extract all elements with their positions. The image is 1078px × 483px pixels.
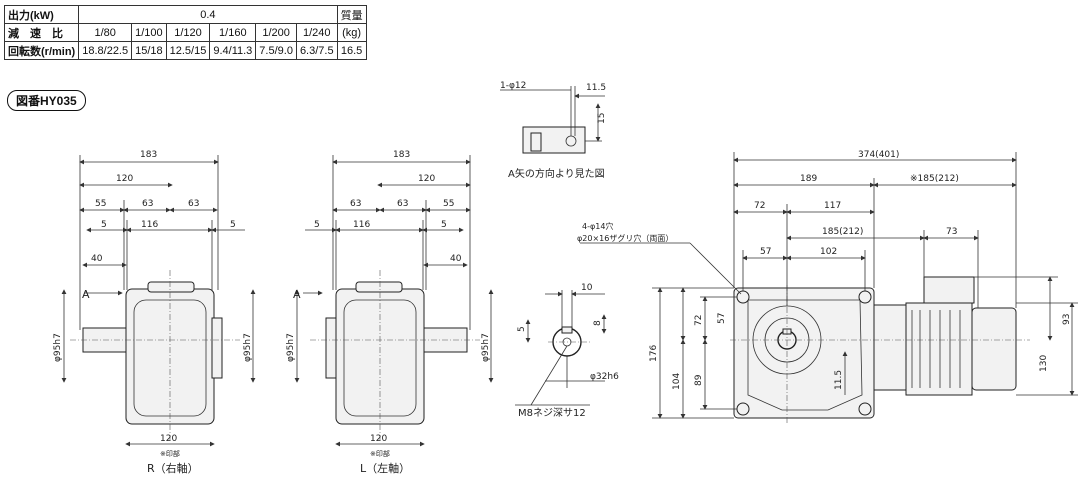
shaft-keyway xyxy=(561,326,573,334)
l-mark: ※印部 xyxy=(370,449,390,458)
side-dim-v11-5: 11.5 xyxy=(834,370,844,390)
l-arrow-a: A xyxy=(293,288,301,301)
r-flange xyxy=(211,317,223,379)
mount-hole-bl xyxy=(736,402,750,416)
shaft-end-detail: 10 5 8 φ32h6 M8ネジ深サ12 xyxy=(515,283,619,419)
side-dim-v176: 176 xyxy=(649,345,659,362)
side-dim-overall: 374(401) xyxy=(858,150,899,160)
spec-table: 出力(kW) 0.4 質量 減 速 比 1/80 1/100 1/120 1/1… xyxy=(3,5,367,60)
l-dim-5b: 5 xyxy=(441,220,447,230)
mount-hole-br xyxy=(858,402,872,416)
l-dim-5a: 5 xyxy=(314,220,320,230)
side-holes-note1: 4-φ14穴 xyxy=(582,221,613,231)
r-mark: ※印部 xyxy=(160,449,180,458)
shaft-dim-10: 10 xyxy=(581,283,593,293)
r-dim-116: 116 xyxy=(141,220,158,230)
l-dim-120: 120 xyxy=(418,174,435,184)
shaft-thread-note: M8ネジ深サ12 xyxy=(518,407,586,419)
side-dim-117: 117 xyxy=(824,201,841,211)
r-dim-bottom: 120 xyxy=(160,434,177,444)
r-arrow-a: A xyxy=(82,288,90,301)
figure-number: 図番HY035 xyxy=(7,90,86,111)
l-dim-40: 40 xyxy=(450,254,462,264)
side-dim-v57: 57 xyxy=(717,313,727,324)
side-dim-v130: 130 xyxy=(1039,355,1049,372)
l-dim-overall: 183 xyxy=(393,150,410,160)
l-dim-116: 116 xyxy=(353,220,370,230)
mount-hole-tl xyxy=(736,290,750,304)
side-dim-73: 73 xyxy=(946,227,957,237)
l-phi-right: φ95h7 xyxy=(481,333,491,362)
speed-cell: 12.5/15 xyxy=(165,41,211,60)
side-dim-185-212: 185(212) xyxy=(822,227,863,237)
r-dim-overall: 183 xyxy=(140,150,157,160)
r-phi-right: φ95h7 xyxy=(243,333,253,362)
r-dim-55: 55 xyxy=(95,199,106,209)
side-view: 374(401) 189 ※185(212) 72 117 185(212) 7… xyxy=(577,150,1078,425)
side-dim-189: 189 xyxy=(800,174,817,184)
speed-cell: 7.5/9.0 xyxy=(255,41,297,60)
motor-fan-cover xyxy=(971,307,1017,391)
side-dim-v93: 93 xyxy=(1062,314,1072,325)
l-phi-left: φ95h7 xyxy=(286,333,296,362)
side-dim-v104: 104 xyxy=(672,373,682,390)
view-a-hole-label: 1-φ12 xyxy=(500,81,526,91)
r-dim-63a: 63 xyxy=(142,199,153,209)
view-a-lug xyxy=(530,132,542,152)
mount-hole-tr xyxy=(858,290,872,304)
r-caption: R（右軸） xyxy=(147,461,199,475)
l-top-cover xyxy=(355,281,403,293)
l-dim-55: 55 xyxy=(443,199,454,209)
shaft-dim-5: 5 xyxy=(517,326,527,332)
speed-cell: 18.8/22.5 xyxy=(78,41,133,60)
l-caption: L（左軸） xyxy=(360,461,410,475)
side-dim-185-212-star: ※185(212) xyxy=(910,174,959,184)
l-dim-63b: 63 xyxy=(397,199,408,209)
right-shaft-view: 183 120 55 63 63 5 116 5 40 A φ95h7 φ95h… xyxy=(53,150,256,475)
view-a-caption: A矢の方向より見た図 xyxy=(508,167,605,180)
speed-label: 回転数(r/min) xyxy=(3,41,80,60)
left-shaft-view: 183 120 63 63 55 5 116 5 40 A φ95h7 φ95h… xyxy=(286,150,494,475)
ratio-cell: 1/240 xyxy=(295,23,338,42)
motor-adapter xyxy=(873,304,907,391)
side-dim-72: 72 xyxy=(754,201,765,211)
side-dim-57: 57 xyxy=(760,247,771,257)
l-flange xyxy=(325,317,337,379)
r-dim-63b: 63 xyxy=(188,199,199,209)
shaft-dim-8: 8 xyxy=(593,320,603,326)
r-top-cover xyxy=(147,281,195,293)
spec-row-ratio: 減 速 比 1/80 1/100 1/120 1/160 1/200 1/240… xyxy=(3,23,367,42)
motor-terminal-box xyxy=(923,276,975,304)
l-dim-63a: 63 xyxy=(350,199,361,209)
view-a-detail: 1-φ12 11.5 15 A矢の方向より見た図 xyxy=(500,81,607,180)
side-dim-v72: 72 xyxy=(694,315,704,326)
r-dim-40: 40 xyxy=(91,254,103,264)
l-dim-bottom: 120 xyxy=(370,434,387,444)
side-holes-note2: φ20×16ザグリ穴（両面） xyxy=(577,233,673,243)
spec-row-speed: 回転数(r/min) 18.8/22.5 15/18 12.5/15 9.4/1… xyxy=(3,41,367,60)
speed-cell: 6.3/7.5 xyxy=(295,41,338,60)
side-dim-v89: 89 xyxy=(694,374,704,386)
r-dim-5b: 5 xyxy=(230,220,236,230)
speed-cell: 9.4/11.3 xyxy=(209,41,257,60)
r-dim-5a: 5 xyxy=(101,220,107,230)
side-dim-102: 102 xyxy=(820,247,837,257)
ratio-cell: 1/100 xyxy=(131,23,167,42)
view-a-dim-right: 11.5 xyxy=(586,83,606,93)
mass-value: 16.5 xyxy=(336,41,367,60)
motor-body xyxy=(905,302,973,396)
shaft-dim-phi: φ32h6 xyxy=(590,372,619,382)
r-phi-left: φ95h7 xyxy=(53,333,63,362)
ratio-cell: 1/80 xyxy=(78,23,133,42)
r-dim-120: 120 xyxy=(116,174,133,184)
view-a-dim-height: 15 xyxy=(597,113,607,124)
